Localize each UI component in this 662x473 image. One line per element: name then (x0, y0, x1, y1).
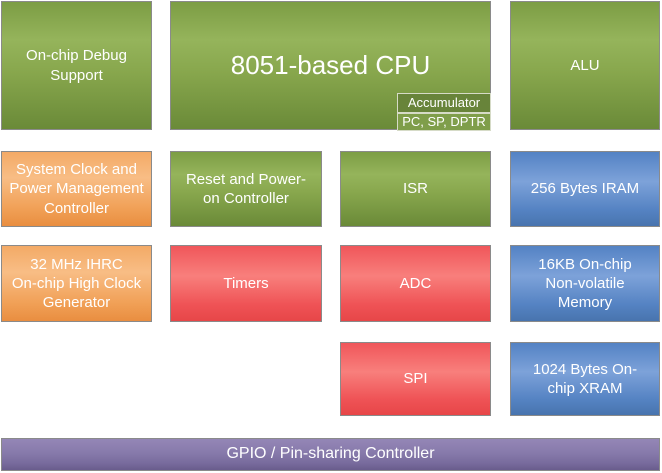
block-spi: SPI (340, 342, 491, 416)
xram-label: 1024 Bytes On- chip XRAM (532, 360, 638, 397)
reset-power-on-controller-label: Reset and Power- on Controller (185, 170, 307, 207)
block-timers: Timers (170, 245, 322, 322)
block-accumulator: Accumulator (397, 93, 491, 113)
block-adc: ADC (340, 245, 491, 322)
block-on-chip-debug-support: On-chip Debug Support (1, 1, 152, 130)
block-gpio-pin-sharing-controller: GPIO / Pin-sharing Controller (1, 438, 660, 471)
block-nonvolatile-memory: 16KB On-chip Non-volatile Memory (510, 245, 660, 322)
block-xram: 1024 Bytes On- chip XRAM (510, 342, 660, 416)
nonvolatile-memory-label: 16KB On-chip Non-volatile Memory (538, 255, 632, 312)
adc-label: ADC (399, 274, 432, 292)
iram-label: 256 Bytes IRAM (530, 180, 640, 198)
alu-label: ALU (570, 56, 600, 74)
ihrc-clock-generator-label: 32 MHz IHRC On-chip High Clock Generator (11, 255, 142, 312)
block-8051-cpu: 8051-based CPU (170, 1, 491, 130)
gpio-pin-sharing-controller-label: GPIO / Pin-sharing Controller (226, 445, 435, 463)
spi-label: SPI (403, 370, 428, 388)
accumulator-label: Accumulator (407, 94, 481, 110)
on-chip-debug-support-label: On-chip Debug Support (26, 47, 127, 84)
system-clock-power-management-label: System Clock and Power Management Contro… (9, 161, 144, 217)
registers-label: PC, SP, DPTR (402, 113, 486, 129)
block-ihrc-clock-generator: 32 MHz IHRC On-chip High Clock Generator (1, 245, 152, 322)
block-pc-sp-dptr-registers: PC, SP, DPTR (397, 113, 491, 131)
block-system-clock-power-management: System Clock and Power Management Contro… (1, 151, 152, 227)
block-alu: ALU (510, 1, 660, 130)
block-isr: ISR (340, 151, 491, 227)
timers-label: Timers (223, 274, 269, 292)
block-reset-power-on-controller: Reset and Power- on Controller (170, 151, 322, 227)
isr-label: ISR (402, 180, 428, 198)
cpu-label: 8051-based CPU (230, 49, 431, 80)
block-iram: 256 Bytes IRAM (510, 151, 660, 227)
